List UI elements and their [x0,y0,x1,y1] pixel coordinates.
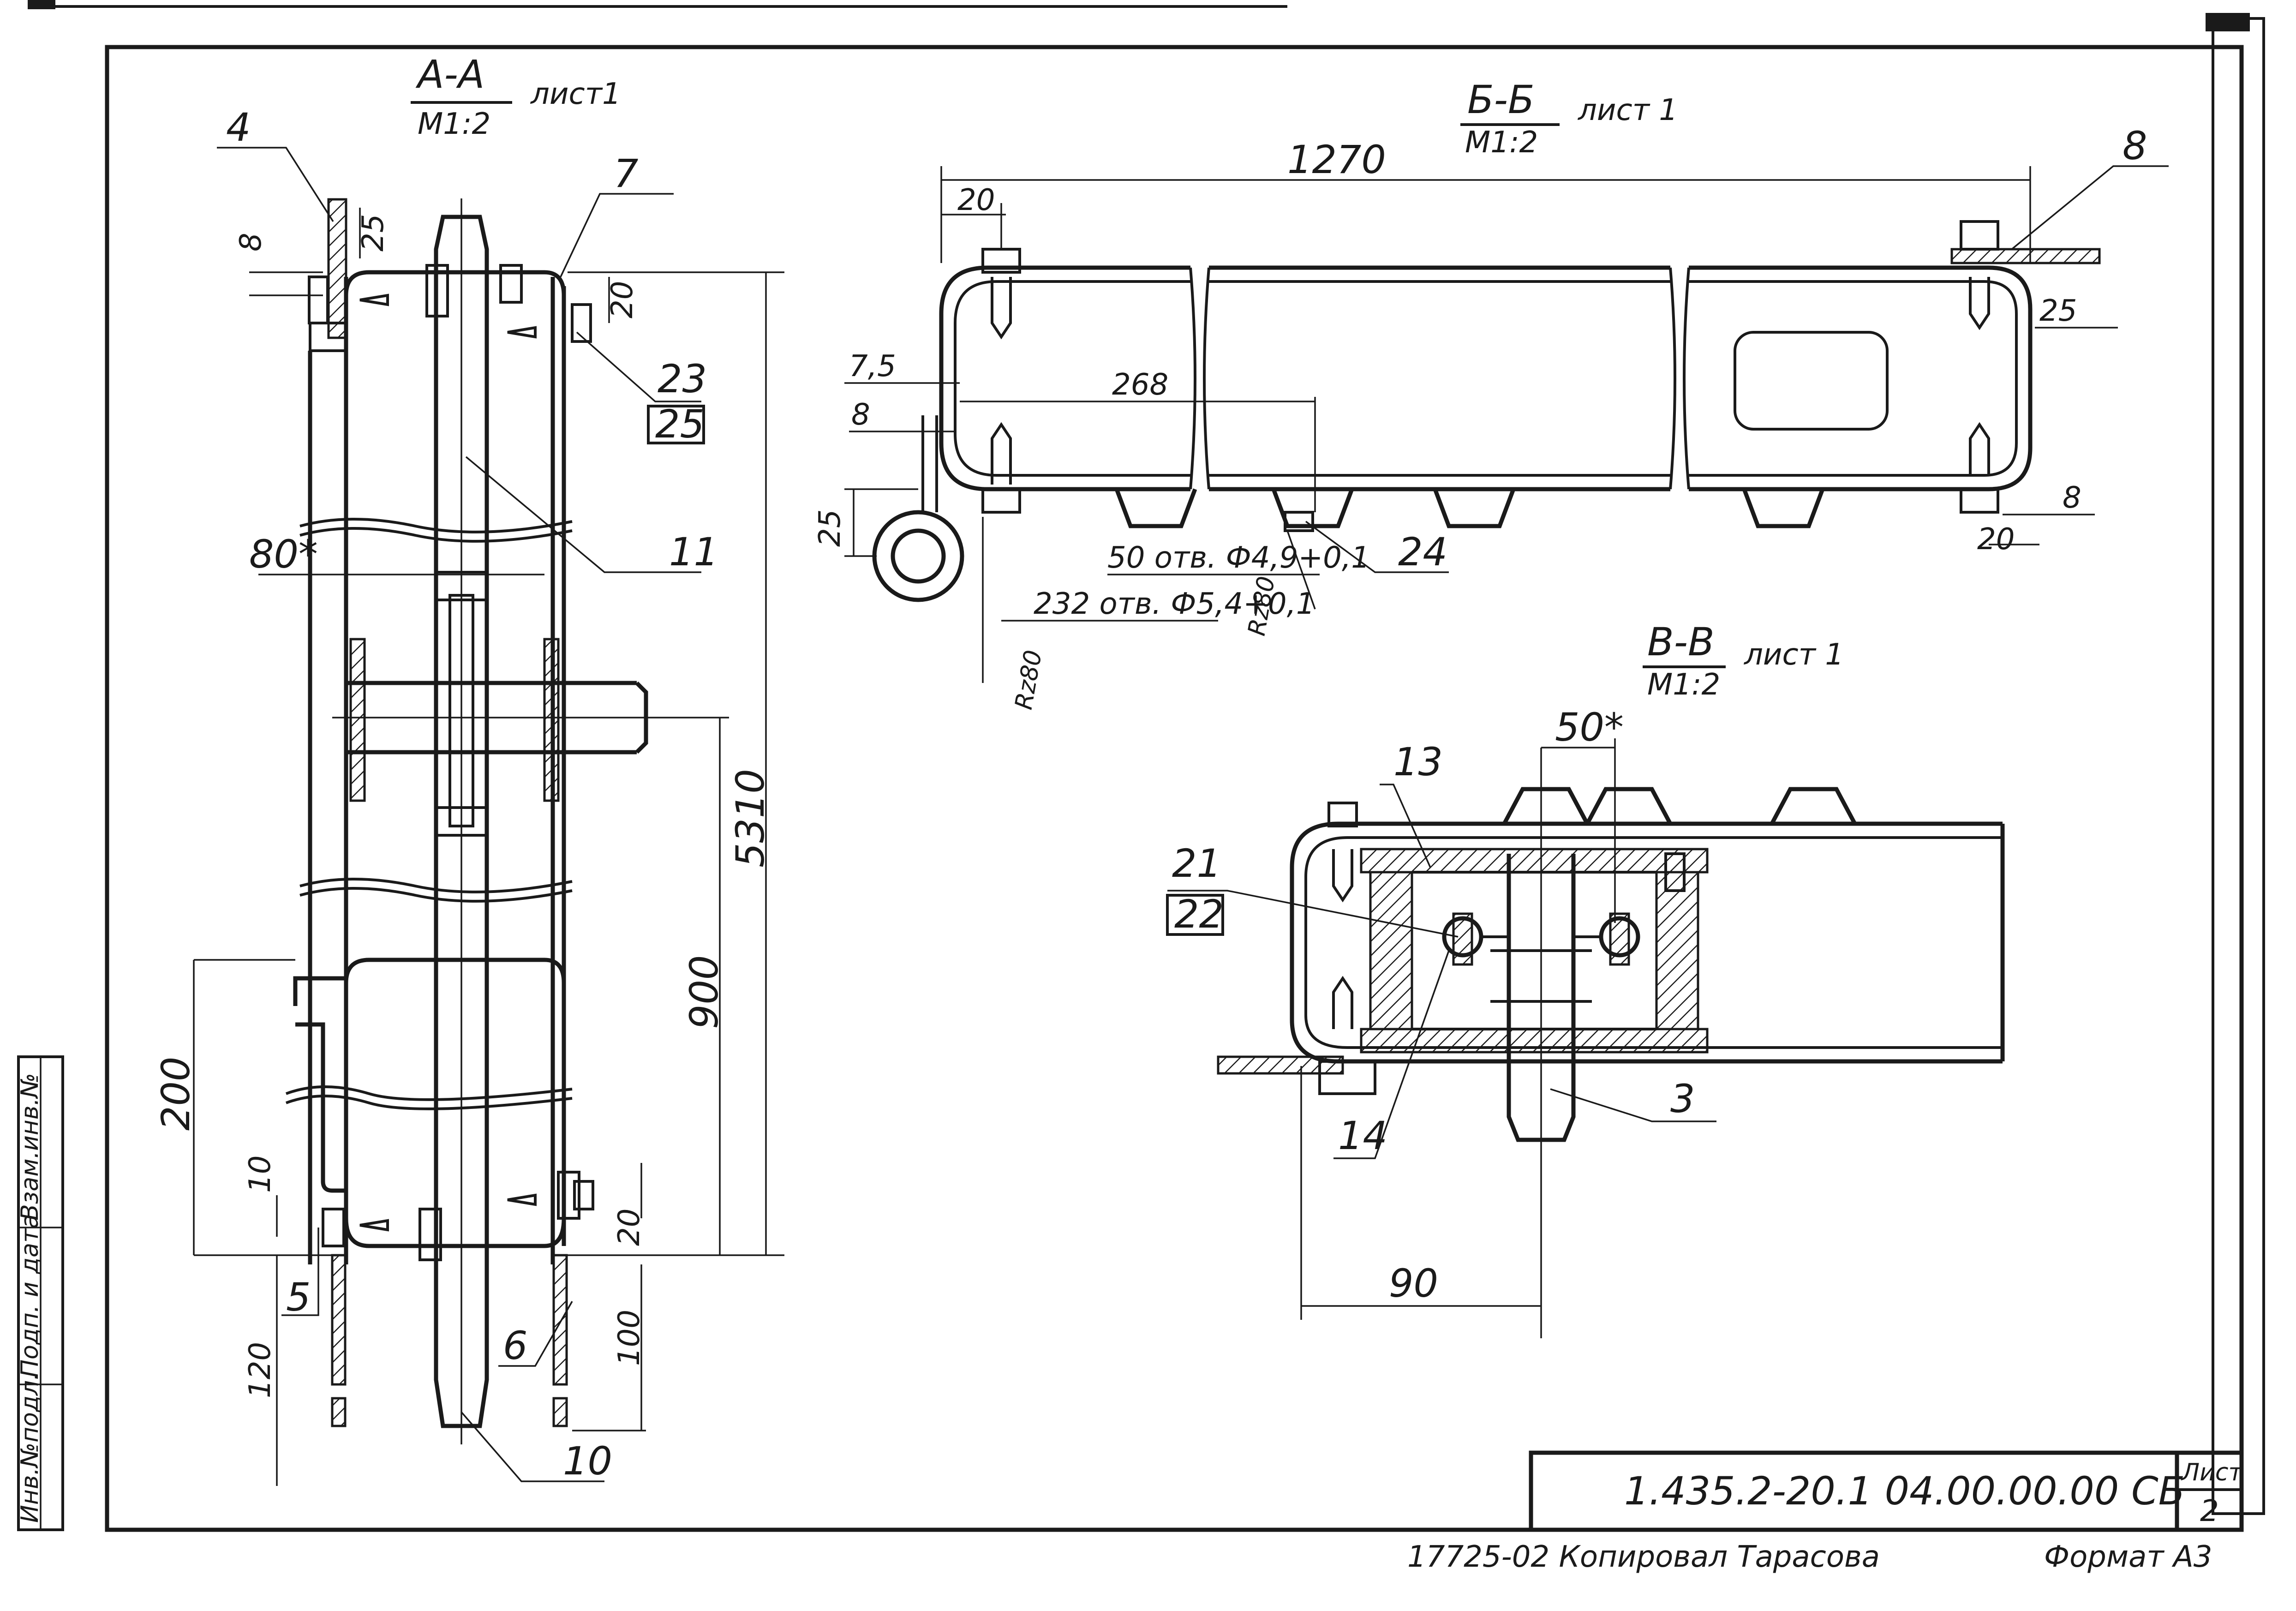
callout-aa-4: 4 [226,105,251,150]
callout-aa-11: 11 [669,529,718,575]
callout-aa-7: 7 [614,151,638,196]
dim-aa-900: 900 [682,955,727,1029]
dim-bb-holes-50: 50 отв. Ф4,9+0,1 [1107,541,1370,575]
dim-bb-25-right: 25 [2039,294,2077,328]
dim-vv-90: 90 [1389,1261,1438,1306]
dim-bb-rz80-right: Rz80 [1243,574,1281,638]
callout-vv-22: 22 [1174,892,1224,937]
dim-vv-50: 50* [1555,705,1624,750]
dim-aa-20-bottom: 20 [612,1209,646,1246]
callout-aa-6: 6 [503,1323,527,1368]
dim-aa-25: 25 [356,214,390,252]
stamp-replace: Взам.инв.№ [16,1073,44,1221]
dim-aa-8: 8 [234,233,268,252]
dim-bb-20-top: 20 [957,183,995,217]
view-vv-scale: М1:2 [1647,668,1720,702]
side-stamp: Инв.№подл. Подп. и дата Взам.инв.№ [16,1055,64,1531]
sheet-frame [28,0,2265,1532]
title-block: 1.435.2-20.1 04.00.00.00 СБ Лист 2 17725… [1407,1450,2244,1574]
view-vv: В-В М1:2 лист 1 [1166,619,2005,1338]
dim-bb-holes-232: 232 отв. Ф5,4+0,1 [1034,587,1315,621]
dim-bb-7-5: 7,5 [849,349,896,383]
callout-vv-14: 14 [1338,1113,1387,1158]
dim-aa-120: 120 [243,1342,277,1398]
drawing-designation: 1.435.2-20.1 04.00.00.00 СБ [1624,1468,2185,1514]
view-aa-sheet: лист1 [530,77,621,111]
view-aa-title: А-А [415,52,484,97]
callout-aa-10: 10 [563,1438,612,1484]
callout-vv-3: 3 [1670,1076,1695,1121]
view-aa-scale: М1:2 [418,107,490,141]
dim-aa-100: 100 [612,1310,646,1366]
dim-bb-25-left: 25 [813,509,847,547]
callout-vv-21: 21 [1172,841,1221,886]
view-bb: Б-Б М1:2 лист 1 [813,77,2169,712]
dim-bb-1270: 1270 [1287,137,1386,182]
sheet-number: 2 [2200,1494,2219,1528]
stamp-inv: Инв.№подл. [16,1372,44,1523]
view-aa: А-А М1:2 лист1 [153,52,784,1486]
format-label: Формат А3 [2044,1540,2212,1574]
view-bb-scale: М1:2 [1465,126,1538,160]
sheet-label: Лист [2181,1459,2243,1486]
copier-signature: 17725-02 Копировал Тарасова [1407,1540,1880,1574]
callout-vv-13: 13 [1393,739,1443,785]
dim-aa-5310: 5310 [728,769,773,868]
dim-bb-rz80-left: Rz80 [1010,648,1048,712]
callout-aa-5: 5 [286,1275,311,1320]
dim-aa-20-top: 20 [605,281,640,318]
dim-aa-200: 200 [153,1057,198,1131]
callout-bb-24: 24 [1398,529,1447,575]
callout-aa-25: 25 [655,401,705,447]
view-bb-sheet: лист 1 [1577,93,1678,127]
dim-bb-8-left: 8 [851,398,870,432]
view-vv-title: В-В [1647,619,1715,665]
dim-bb-268: 268 [1112,368,1168,402]
stamp-sign-date: Подп. и дата [16,1214,44,1377]
view-bb-title: Б-Б [1467,77,1535,122]
dim-aa-10: 10 [243,1156,277,1193]
callout-aa-23: 23 [658,356,707,401]
callout-bb-8: 8 [2123,123,2147,168]
dim-aa-80: 80* [249,532,318,577]
view-vv-sheet: лист 1 [1743,638,1844,672]
dim-bb-20-bottom: 20 [1977,522,2015,557]
dim-bb-8-right: 8 [2063,481,2081,515]
